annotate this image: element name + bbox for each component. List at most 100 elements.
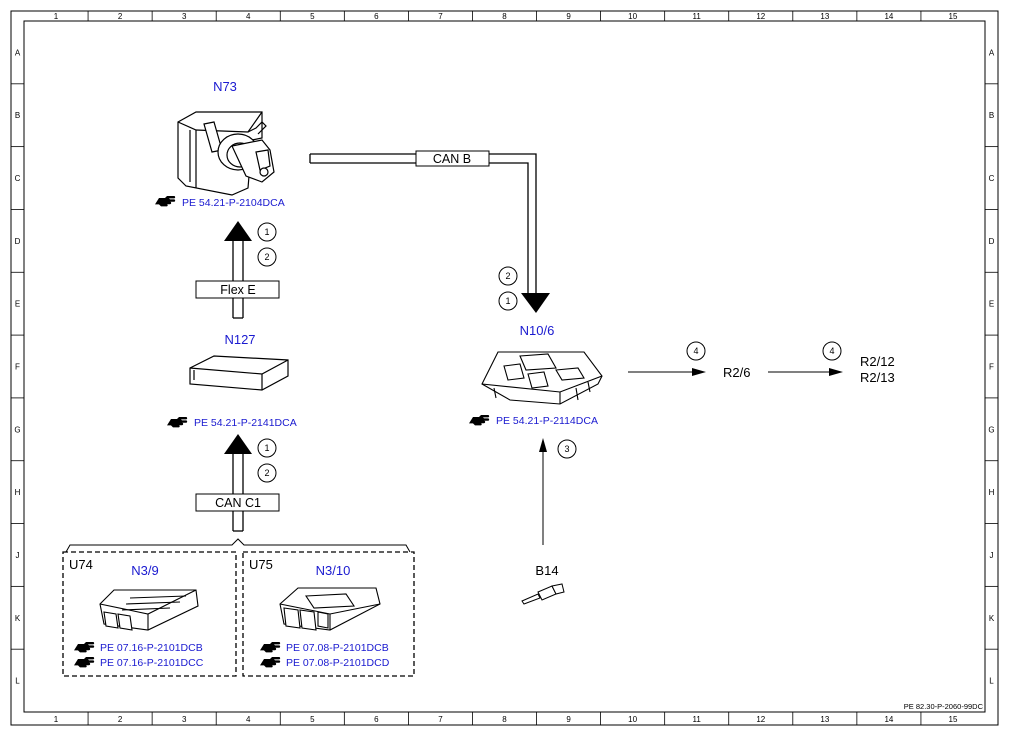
can-b-label: CAN B <box>433 152 471 166</box>
n73-ignition-switch[interactable]: N73 PE 54.21-P-2104DCA <box>155 79 285 209</box>
frame-row-H-left: H <box>15 488 21 497</box>
frame-column-1-bottom: 1 <box>54 715 59 724</box>
pointing-hand-icon <box>155 196 176 207</box>
marker-n127-2: 2 <box>257 463 277 483</box>
frame-row-D-left: D <box>15 237 21 246</box>
frame-column-6-bottom: 6 <box>374 715 379 724</box>
n127-illustration <box>189 355 289 391</box>
frame-row-G-right: G <box>988 425 994 434</box>
frame-row-H-right: H <box>989 488 995 497</box>
n127-label: N127 <box>224 332 255 347</box>
n3-9-ref2[interactable]: PE 07.16-P-2101DCC <box>74 657 204 669</box>
n3-9-ref1[interactable]: PE 07.16-P-2101DCB <box>74 642 203 654</box>
pointing-hand-icon <box>469 415 490 426</box>
frame-column-11-top: 11 <box>693 12 702 21</box>
frame-row-C-right: C <box>989 174 995 183</box>
frame-row-D-right: D <box>989 237 995 246</box>
r2-12-label[interactable]: R2/12 <box>860 354 895 369</box>
u74-group[interactable]: U74 N3/9 PE 07.16-P-2101DCB PE 07.16-P-2… <box>62 551 237 677</box>
marker-r212-4: 4 <box>822 341 842 361</box>
marker-n10-1: 1 <box>498 291 518 311</box>
frame-column-2-bottom: 2 <box>118 715 123 724</box>
frame-column-1-top: 1 <box>54 12 59 21</box>
b14-label: B14 <box>535 563 558 578</box>
marker-n127-1: 1 <box>257 438 277 458</box>
svg-text:1: 1 <box>505 296 510 306</box>
frame-column-6-top: 6 <box>374 12 379 21</box>
n3-10-ref2[interactable]: PE 07.08-P-2101DCD <box>260 657 390 669</box>
frame-row-J-left: J <box>16 551 20 560</box>
frame-row-E-right: E <box>989 300 994 309</box>
frame-column-10-top: 10 <box>628 12 637 21</box>
frame-row-L-right: L <box>989 677 994 686</box>
marker-n10-2: 2 <box>498 266 518 286</box>
frame-row-E-left: E <box>15 300 20 309</box>
can-b-connection: CAN B <box>309 150 550 313</box>
marker-n73-1: 1 <box>257 222 277 242</box>
n3-9-illustration <box>99 589 199 631</box>
frame-column-4-bottom: 4 <box>246 715 251 724</box>
frame-column-14-top: 14 <box>884 12 893 21</box>
n127-ref[interactable]: PE 54.21-P-2141DCA <box>167 417 297 429</box>
svg-text:PE 54.21-P-2114DCA: PE 54.21-P-2114DCA <box>496 415 598 427</box>
n73-label: N73 <box>213 79 237 94</box>
frame-column-12-top: 12 <box>756 12 765 21</box>
frame-column-4-top: 4 <box>246 12 251 21</box>
document-id: PE 82.30-P-2060-99DC <box>904 702 984 711</box>
frame-column-14-bottom: 14 <box>884 715 893 724</box>
frame-row-B-right: B <box>989 111 994 120</box>
frame-column-10-bottom: 10 <box>628 715 637 724</box>
can-c1-connection: CAN C1 <box>195 434 280 532</box>
marker-b14-3: 3 <box>557 439 577 459</box>
frame-row-K-right: K <box>989 614 995 623</box>
n3-10-ref1[interactable]: PE 07.08-P-2101DCB <box>260 642 389 654</box>
frame-column-5-bottom: 5 <box>310 715 315 724</box>
b14-sensor[interactable]: B14 <box>521 438 565 605</box>
frame-column-13-top: 13 <box>820 12 829 21</box>
frame-column-15-top: 15 <box>949 12 958 21</box>
svg-text:PE 54.21-P-2141DCA: PE 54.21-P-2141DCA <box>194 417 297 429</box>
pointing-hand-icon <box>74 657 95 668</box>
frame-row-J-right: J <box>990 551 994 560</box>
pointing-hand-icon <box>74 642 95 653</box>
svg-text:PE 07.08-P-2101DCD: PE 07.08-P-2101DCD <box>286 657 390 669</box>
flex-e-arrowhead <box>224 221 252 241</box>
svg-text:2: 2 <box>505 271 510 281</box>
r2-12-connection <box>768 368 843 376</box>
ignition-switch-illustration <box>177 111 275 196</box>
frame-column-7-top: 7 <box>438 12 443 21</box>
frame-column-12-bottom: 12 <box>756 715 765 724</box>
can-b-arrowhead <box>521 293 550 313</box>
drawing-frame: 1122334455667788991010111112121313141415… <box>10 10 999 726</box>
n127-module[interactable]: N127 PE 54.21-P-2141DCA <box>167 332 297 429</box>
u75-label: U75 <box>249 557 273 572</box>
n10-6-module[interactable]: N10/6 PE 54.21-P-2114DCA <box>469 323 603 427</box>
pointing-hand-icon <box>167 417 188 428</box>
n3-9-label: N3/9 <box>131 563 158 578</box>
marker-r26-4: 4 <box>686 341 706 361</box>
n10-6-ref[interactable]: PE 54.21-P-2114DCA <box>469 415 598 427</box>
frame-row-L-left: L <box>15 677 20 686</box>
r2-6-label[interactable]: R2/6 <box>723 365 750 380</box>
frame-column-8-top: 8 <box>502 12 507 21</box>
frame-column-11-bottom: 11 <box>693 715 702 724</box>
svg-text:PE 07.16-P-2101DCB: PE 07.16-P-2101DCB <box>100 642 203 654</box>
svg-text:1: 1 <box>264 227 269 237</box>
n73-ref[interactable]: PE 54.21-P-2104DCA <box>155 196 285 209</box>
frame-row-A-left: A <box>15 48 21 57</box>
u75-group[interactable]: U75 N3/10 PE 07.08-P-2101DCB PE 07.08-P-… <box>242 551 415 677</box>
flex-e-connection: Flex E <box>195 221 280 319</box>
frame-column-9-bottom: 9 <box>566 715 571 724</box>
pointing-hand-icon <box>260 642 281 653</box>
svg-text:4: 4 <box>693 346 698 356</box>
r2-13-label[interactable]: R2/13 <box>860 370 895 385</box>
frame-row-F-right: F <box>989 363 994 372</box>
marker-n73-2: 2 <box>257 247 277 267</box>
frame-column-2-top: 2 <box>118 12 123 21</box>
svg-text:2: 2 <box>264 468 269 478</box>
frame-column-15-bottom: 15 <box>949 715 958 724</box>
frame-row-A-right: A <box>989 48 995 57</box>
n3-10-label: N3/10 <box>316 563 351 578</box>
n3-10-illustration <box>279 587 381 631</box>
